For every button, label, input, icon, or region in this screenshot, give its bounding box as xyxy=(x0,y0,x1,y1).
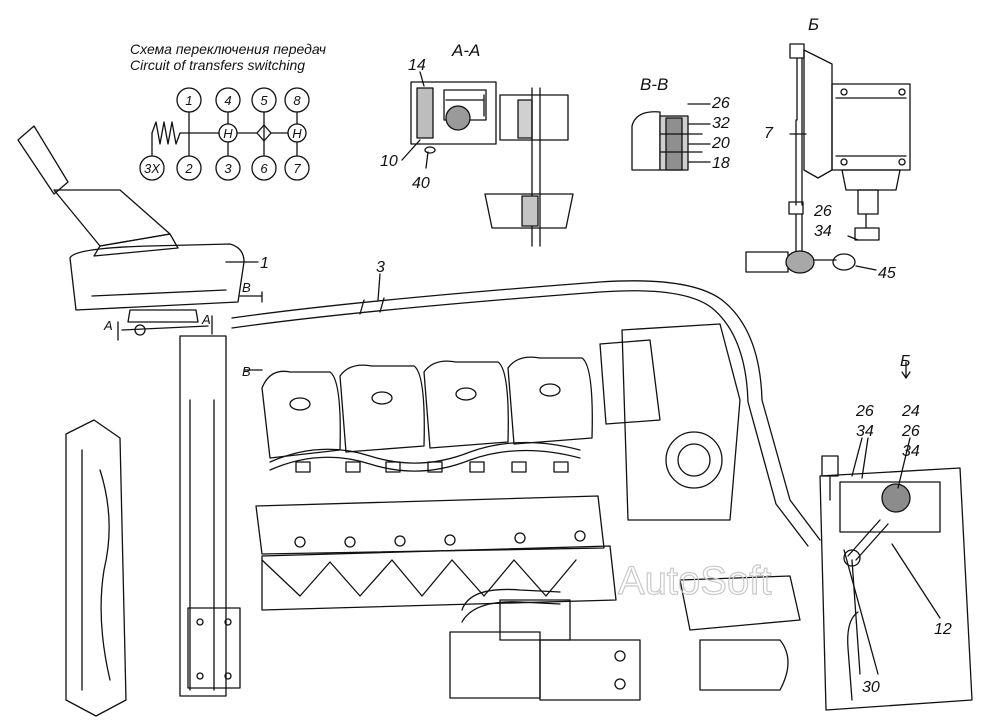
section-b-b xyxy=(631,103,711,171)
callout-24: 24 xyxy=(901,403,920,420)
section-titles: А-А В-В Б Б А А В В xyxy=(103,15,910,379)
gear-4: 4 xyxy=(224,93,231,108)
rod-3 xyxy=(231,280,821,547)
view-b-detail xyxy=(745,43,911,379)
schema-title-ru: Схема переключения передач xyxy=(130,41,326,57)
callout-30: 30 xyxy=(862,679,880,696)
gear-2: 2 xyxy=(184,161,193,176)
neutral-2: Н xyxy=(292,126,302,141)
gear-6: 6 xyxy=(260,161,268,176)
schema-title-en: Circuit of transfers switching xyxy=(130,57,305,73)
callout-45: 45 xyxy=(878,265,896,282)
marker-a-left: А xyxy=(103,318,113,333)
callout-40: 40 xyxy=(412,175,430,192)
callout-1: 1 xyxy=(260,255,269,272)
callout-3: 3 xyxy=(376,259,385,276)
callout-10: 10 xyxy=(380,153,398,170)
callout-26-right-2: 26 xyxy=(901,423,920,440)
callout-18: 18 xyxy=(712,155,730,172)
callout-12: 12 xyxy=(934,621,952,638)
gear-reverse: 3Х xyxy=(144,161,161,176)
gear-8: 8 xyxy=(293,93,301,108)
section-title-b-b: В-В xyxy=(640,75,668,94)
gear-5: 5 xyxy=(260,93,268,108)
section-a-a xyxy=(401,71,574,247)
marker-b-bottom: В xyxy=(242,364,251,379)
callouts: 14 10 40 26 32 20 18 7 26 34 45 1 3 26 3… xyxy=(260,57,952,696)
watermark: AutoSoft xyxy=(618,559,771,603)
callout-26-b: 26 xyxy=(813,203,832,220)
gear-lever xyxy=(17,125,245,336)
callout-26-bb: 26 xyxy=(711,95,730,112)
neutral-1: Н xyxy=(223,126,233,141)
gear-shift-schema xyxy=(139,87,310,181)
section-title-a-a: А-А xyxy=(451,41,480,60)
view-arrow-b: Б xyxy=(900,353,910,370)
gear-numbers: 1 4 5 8 3Х 2 3 6 7 Н Н xyxy=(144,93,302,176)
callout-34-right-2: 34 xyxy=(902,443,920,460)
schema-titles: Схема переключения передач Circuit of tr… xyxy=(130,41,326,73)
marker-b-top: В xyxy=(242,280,251,295)
callout-14: 14 xyxy=(408,57,426,74)
section-markers xyxy=(117,291,263,371)
callout-20: 20 xyxy=(711,135,730,152)
gear-1: 1 xyxy=(185,93,192,108)
engine-assembly xyxy=(65,261,973,717)
callout-34-b: 34 xyxy=(814,223,832,240)
callout-32: 32 xyxy=(712,115,730,132)
callout-26-right: 26 xyxy=(855,403,874,420)
gear-3: 3 xyxy=(224,161,232,176)
view-title-b: Б xyxy=(808,15,819,34)
marker-a-right: А xyxy=(201,312,211,327)
callout-7: 7 xyxy=(764,125,774,142)
callout-34-right: 34 xyxy=(856,423,874,440)
gear-7: 7 xyxy=(293,161,301,176)
